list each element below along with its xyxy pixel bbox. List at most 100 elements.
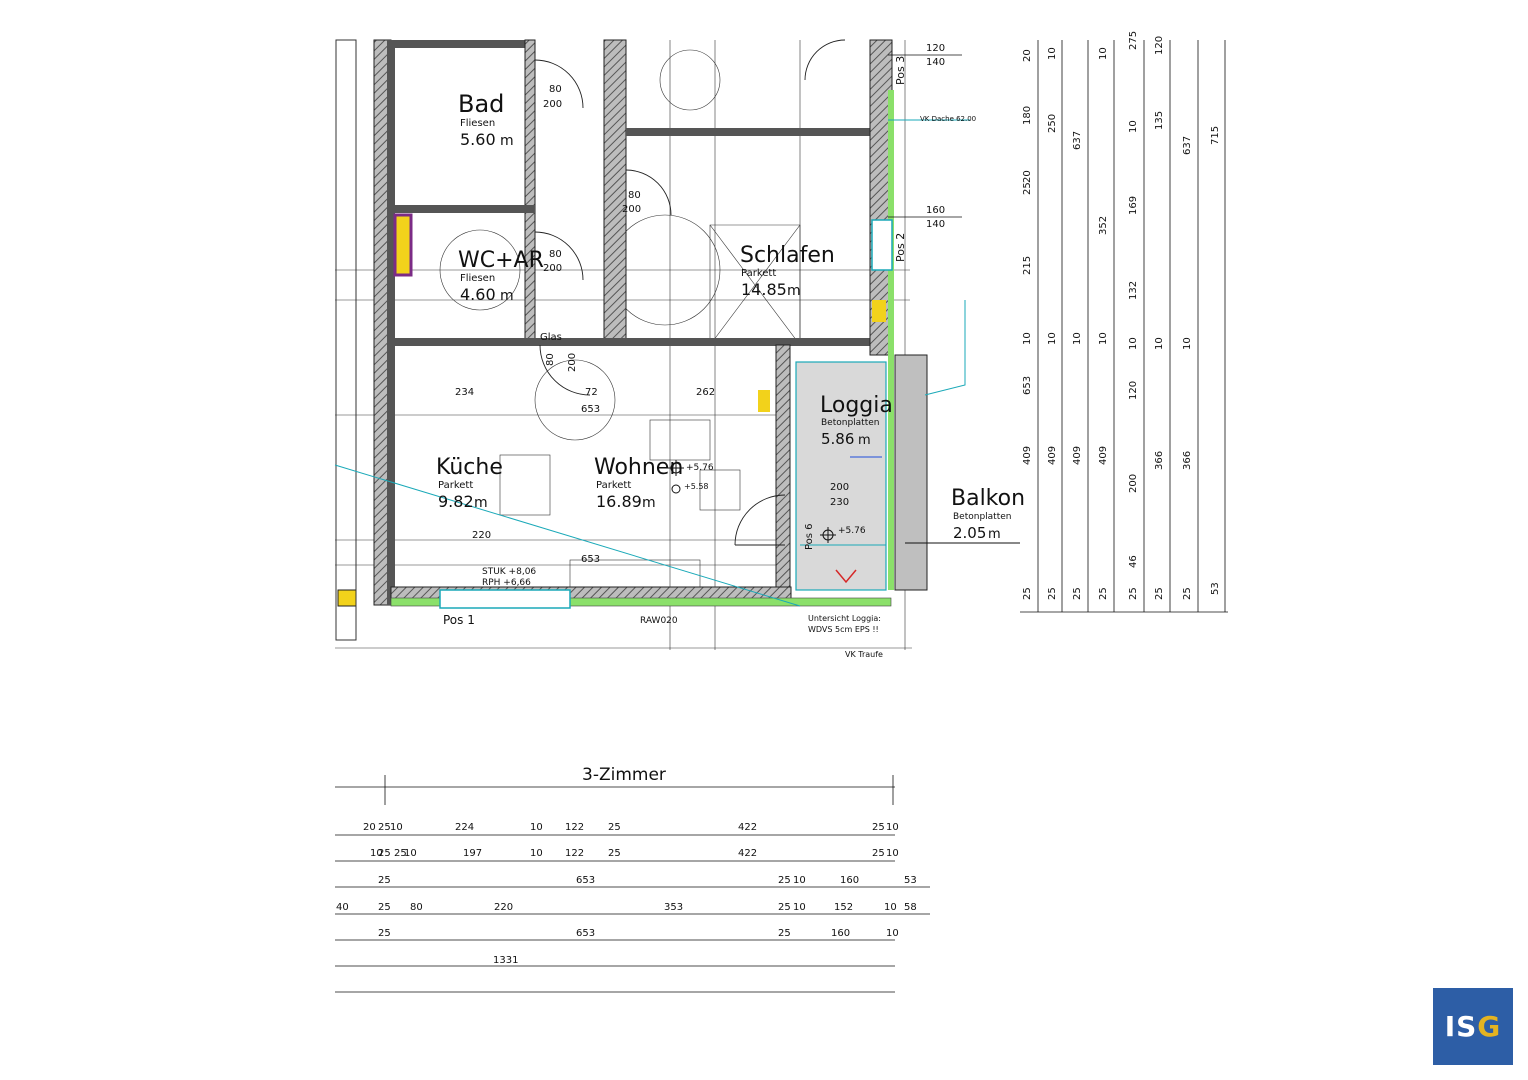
room-balkon-area: 2.05 xyxy=(953,524,986,542)
inner-dim-2: 72 xyxy=(585,387,598,398)
total-dimension: 1331 xyxy=(493,955,518,966)
right-dim-value: 20 xyxy=(1022,49,1033,62)
bottom-dim-value: 25 xyxy=(872,822,885,833)
right-dim-value: 25 xyxy=(1022,182,1033,195)
dim-bad-door-h: 200 xyxy=(543,99,562,110)
bottom-dim-value: 122 xyxy=(565,822,584,833)
right-dim-value: 409 xyxy=(1072,446,1083,465)
bottom-dim-value: 160 xyxy=(831,928,850,939)
room-wohnen-material: Parkett xyxy=(596,480,631,491)
right-dim-value: 10 xyxy=(1128,120,1139,133)
right-dim-value: 169 xyxy=(1128,196,1139,215)
logo-text-a: IS xyxy=(1444,1010,1478,1043)
right-dim-value: 10 xyxy=(1098,332,1109,345)
room-wohnen-unit: m xyxy=(642,495,656,511)
right-dim-value: 25 xyxy=(1098,587,1109,600)
dim-bad-door-w: 80 xyxy=(549,84,562,95)
bottom-dim-value: 10 xyxy=(793,875,806,886)
right-dim-value: 10 xyxy=(1072,332,1083,345)
bottom-dim-value: 10 xyxy=(390,822,403,833)
room-bad-area: 5.60 xyxy=(460,130,496,149)
bottom-dim-value: 10 xyxy=(530,822,543,833)
dim-window-top-2: 140 xyxy=(926,57,945,68)
room-bad-material: Fliesen xyxy=(460,118,495,129)
bottom-dim-value: 10 xyxy=(886,822,899,833)
room-kueche-name: Küche xyxy=(436,455,503,480)
bottom-dim-value: 353 xyxy=(664,902,683,913)
right-dim-value: 120 xyxy=(1128,381,1139,400)
room-balkon-material: Betonplatten xyxy=(953,512,1011,522)
right-dim-value: 25 xyxy=(1072,587,1083,600)
bottom-dim-value: 197 xyxy=(463,848,482,859)
right-dim-value: 10 xyxy=(1098,47,1109,60)
vk-dach-label: VK Dache 62.00 xyxy=(920,115,976,123)
right-dim-value: 250 xyxy=(1047,114,1058,133)
right-dim-value: 409 xyxy=(1022,446,1033,465)
glas-label: Glas xyxy=(540,332,562,343)
loggia-floor xyxy=(795,361,887,591)
bottom-dim-value: 10 xyxy=(886,848,899,859)
right-dim-value: 715 xyxy=(1210,126,1221,145)
walls xyxy=(335,39,928,641)
right-dim-value: 409 xyxy=(1047,446,1058,465)
right-dim-value: 366 xyxy=(1182,451,1193,470)
chimney-shaft xyxy=(393,213,413,277)
right-dim-value: 132 xyxy=(1128,281,1139,300)
bottom-dim-value: 10 xyxy=(530,848,543,859)
bottom-dim-value: 25 xyxy=(608,848,621,859)
bottom-dim-value: 10 xyxy=(886,928,899,939)
bottom-dim-value: 25 xyxy=(378,822,391,833)
bottom-dim-value: 10 xyxy=(370,848,383,859)
pos2-label: Pos 2 xyxy=(894,233,907,262)
bottom-dim-value: 25 xyxy=(608,822,621,833)
bottom-dim-value: 20 xyxy=(363,822,376,833)
bottom-dim-value: 122 xyxy=(565,848,584,859)
inner-dim-3: 262 xyxy=(696,387,715,398)
bottom-dim-value: 25 xyxy=(778,875,791,886)
right-dim-value: 25 xyxy=(1047,587,1058,600)
right-dim-value: 10 xyxy=(1022,332,1033,345)
right-dim-value: 653 xyxy=(1022,376,1033,395)
door-swings xyxy=(534,39,846,546)
window-bedroom xyxy=(871,219,893,271)
level-wohnen: +5.76 xyxy=(686,463,714,473)
right-dim-value: 275 xyxy=(1128,31,1139,50)
inner-dim-5: 220 xyxy=(472,530,491,541)
room-bad-name: Bad xyxy=(458,90,504,118)
right-dim-value: 200 xyxy=(1128,474,1139,493)
right-dim-value: 25 xyxy=(1182,587,1193,600)
traufe-label: VK Traufe xyxy=(845,650,883,659)
bottom-dim-value: 220 xyxy=(494,902,513,913)
bottom-dim-value: 10 xyxy=(793,902,806,913)
bottom-dim-value: 25 xyxy=(778,902,791,913)
cyan-annotations xyxy=(334,119,970,607)
inner-dim-4: 653 xyxy=(581,404,600,415)
bottom-dim-value: 422 xyxy=(738,822,757,833)
bottom-dim-value: 25 xyxy=(378,875,391,886)
room-wc-material: Fliesen xyxy=(460,273,495,284)
room-schlafen-name: Schlafen xyxy=(740,243,835,268)
right-dim-value: 10 xyxy=(1047,47,1058,60)
untersicht-label: Untersicht Loggia: xyxy=(808,614,881,623)
dim-sch-door-h: 200 xyxy=(622,204,641,215)
inner-dim-6: 653 xyxy=(581,554,600,565)
room-wc-unit: m xyxy=(500,288,514,304)
raw-label: RAW020 xyxy=(640,616,678,626)
stuk-label: STUK +8,06 xyxy=(482,567,536,577)
pos6-label: Pos 6 xyxy=(804,523,815,550)
loggia-drain-mark xyxy=(835,569,857,584)
bottom-dim-value: 224 xyxy=(455,822,474,833)
dim-window-top-1: 120 xyxy=(926,43,945,54)
ventilation-marker-1 xyxy=(758,390,770,412)
unit-title: 3-Zimmer xyxy=(582,765,666,785)
room-kueche-unit: m xyxy=(474,495,488,511)
right-dim-value: 10 xyxy=(1128,337,1139,350)
right-dim-value: 46 xyxy=(1128,555,1139,568)
wdvs-label: WDVS 5cm EPS !! xyxy=(808,625,879,634)
right-dimension-lines xyxy=(1020,40,1228,613)
room-loggia-material: Betonplatten xyxy=(821,418,879,428)
room-loggia-area: 5.86 xyxy=(821,430,854,448)
dim-sch-door-w: 80 xyxy=(628,190,641,201)
right-dim-value: 215 xyxy=(1022,256,1033,275)
